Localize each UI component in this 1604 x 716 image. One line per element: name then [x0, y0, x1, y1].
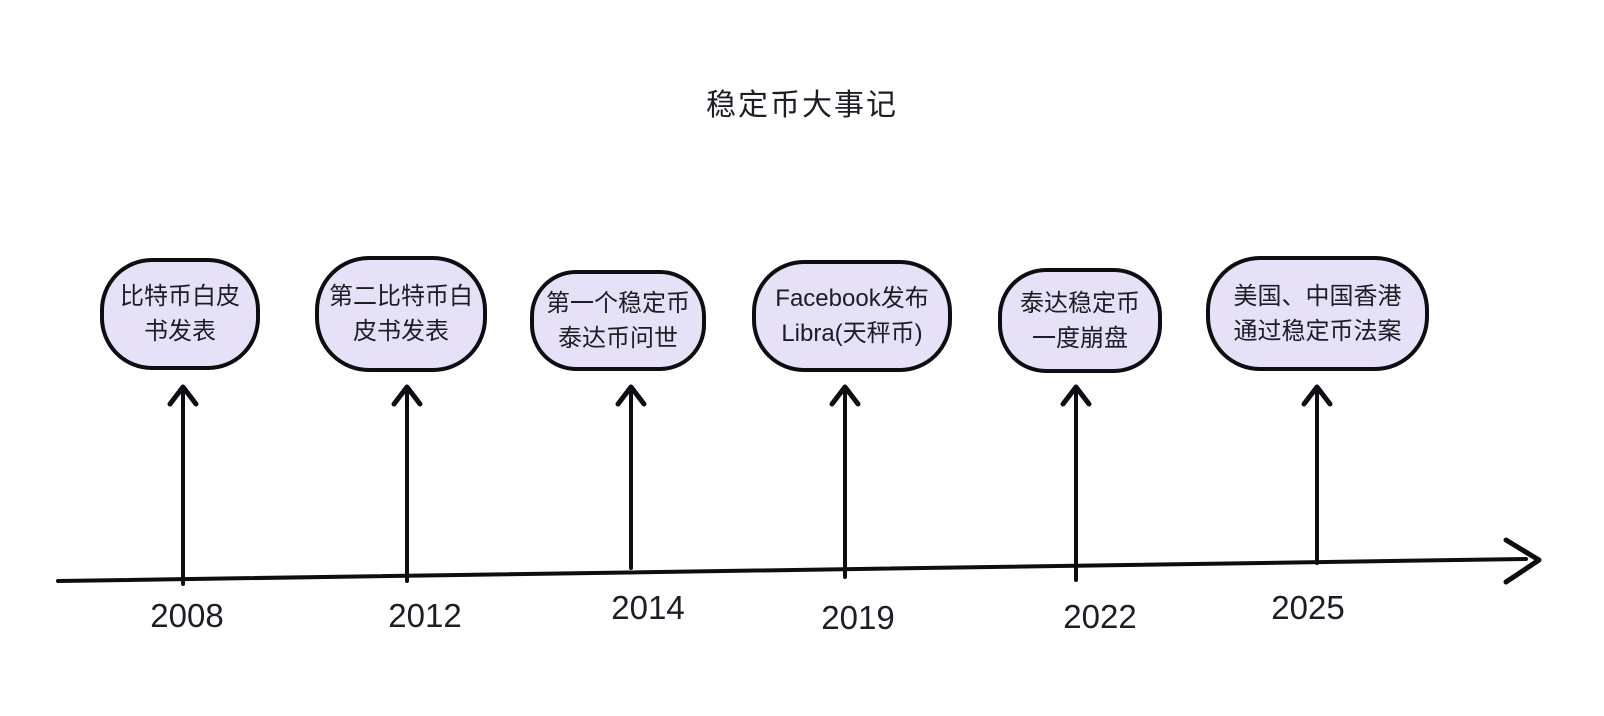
diagram-title: 稳定币大事记	[706, 89, 898, 122]
event-label: Facebook发布 Libra(天秤币)	[775, 285, 929, 347]
event-bubble-2019: Facebook发布 Libra(天秤币)	[752, 260, 952, 372]
event-bubble-2022: 泰达稳定币 一度崩盘	[998, 268, 1162, 373]
event-label: 泰达稳定币 一度崩盘	[1020, 289, 1140, 352]
timeline-arrowhead-icon	[1503, 537, 1542, 585]
event-label: 第一个稳定币 泰达币问世	[546, 289, 690, 352]
event-bubble-2008: 比特币白皮 书发表	[100, 258, 260, 370]
year-label: 2025	[1271, 589, 1345, 626]
up-arrow-icon	[1301, 384, 1333, 565]
up-arrow-icon	[167, 384, 199, 586]
event-label: 比特币白皮 书发表	[120, 283, 240, 345]
year-label: 2022	[1063, 598, 1137, 635]
event-bubble-2025: 美国、中国香港 通过稳定币法案	[1206, 256, 1429, 371]
year-label: 2012	[388, 597, 462, 634]
up-arrow-icon	[1060, 384, 1092, 582]
event-bubble-2014: 第一个稳定币 泰达币问世	[530, 270, 706, 371]
year-label: 2019	[821, 599, 895, 636]
year-label: 2014	[611, 589, 685, 626]
year-label: 2008	[150, 597, 224, 634]
timeline-line	[56, 557, 1528, 583]
up-arrow-icon	[615, 384, 647, 570]
up-arrow-icon	[829, 384, 861, 579]
event-label: 第二比特币白 皮书发表	[329, 283, 473, 345]
event-label: 美国、中国香港 通过稳定币法案	[1233, 282, 1402, 345]
event-bubble-2012: 第二比特币白 皮书发表	[315, 256, 487, 372]
up-arrow-icon	[391, 384, 423, 583]
